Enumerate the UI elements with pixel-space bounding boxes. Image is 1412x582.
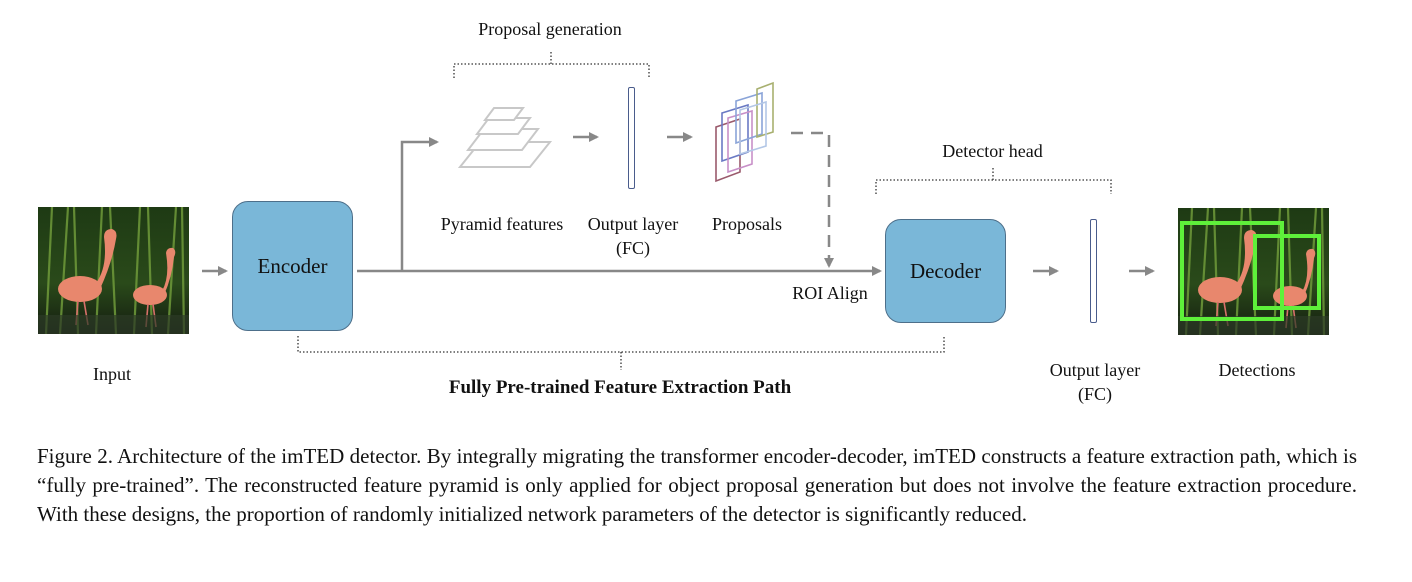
detections-image [1178, 208, 1329, 335]
detections-label: Detections [1218, 360, 1296, 380]
figure-caption: Figure 2. Architecture of the imTED dete… [37, 444, 1357, 526]
proposals-to-roi-dashed-line [791, 131, 834, 268]
proposal-generation-label: Proposal generation [478, 19, 622, 39]
output-layer-fc-bottom [1090, 219, 1097, 323]
encoder-box: Encoder [232, 201, 353, 331]
detector-head-label: Detector head [942, 141, 1043, 161]
input-label: Input [93, 364, 131, 384]
detection-box-2 [1253, 234, 1321, 310]
input-image [38, 207, 189, 334]
output-layer-fc-top [628, 87, 635, 189]
encoder-label: Encoder [257, 253, 328, 278]
pyramid-features-icon [457, 107, 553, 168]
output-layer-top-label: Output layer (FC) [587, 214, 679, 259]
pyramid-features-label: Pyramid features [440, 214, 564, 234]
decoder-box: Decoder [885, 219, 1006, 323]
proposal-generation-brace [453, 50, 650, 78]
detector-head-brace [875, 166, 1112, 194]
proposals-label: Proposals [711, 214, 782, 234]
proposals-icon [715, 81, 774, 183]
feature-path-brace [297, 336, 945, 370]
output-layer-bottom-label: Output layer (FC) [1049, 360, 1141, 405]
branch-to-pyramid-line [400, 137, 439, 271]
decoder-label: Decoder [909, 258, 982, 283]
roi-align-label: ROI Align [792, 283, 868, 303]
detection-box-1 [1180, 221, 1284, 321]
architecture-diagram: Encoder Decoder [38, 19, 1329, 405]
feature-path-label: Fully Pre-trained Feature Extraction Pat… [448, 377, 792, 398]
diagram-connectors [202, 50, 1155, 370]
